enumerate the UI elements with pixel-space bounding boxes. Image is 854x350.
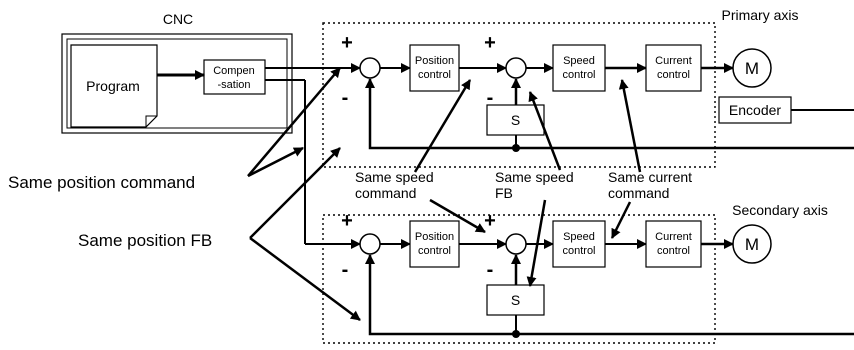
annotation-pointers (247, 67, 642, 322)
same-current-command-label-1: Same current (608, 169, 692, 185)
primary-axis-loop: + - Position control + - Speed control C… (341, 32, 854, 152)
compensation-label-line2: -sation (217, 79, 250, 91)
primary-axis-label: Primary axis (721, 7, 798, 23)
program-document-icon (70, 44, 158, 128)
same-speed-command-label-2: command (355, 185, 416, 201)
primary-speed-summing-junction (505, 57, 527, 79)
cnc-block: CNC Program Compen -sation (61, 11, 293, 134)
primary-speed-control-block (552, 44, 606, 92)
primary-speed-control-label-1: Speed (563, 55, 595, 67)
primary-speed-minus-sign: - (487, 87, 494, 109)
secondary-current-control-label-1: Current (655, 231, 692, 243)
same-speed-fb-label-1: Same speed (495, 169, 574, 185)
secondary-position-feedback-line (365, 254, 854, 336)
primary-speed-sensor-label: S (511, 112, 520, 128)
same-position-command-label: Same position command (8, 173, 195, 192)
secondary-current-control-block (645, 220, 702, 268)
cnc-inner-frame (66, 38, 288, 129)
secondary-speed-sensor-block (486, 284, 545, 316)
encoder-label: Encoder (729, 102, 781, 118)
primary-position-control-label-1: Position (415, 55, 454, 67)
primary-motor-icon (732, 48, 772, 88)
primary-position-control-block (409, 44, 460, 92)
compensation-label-line1: Compen (213, 65, 255, 77)
secondary-position-control-label-2: control (418, 245, 451, 257)
primary-axis-frame (322, 22, 716, 168)
primary-position-feedback-line (365, 78, 854, 150)
secondary-axis-frame (322, 214, 716, 344)
secondary-position-control-label-1: Position (415, 231, 454, 243)
secondary-speed-sensor-label: S (511, 292, 520, 308)
secondary-position-summing-junction (359, 233, 381, 255)
secondary-speed-minus-sign: - (487, 259, 494, 281)
primary-position-minus-sign: - (342, 87, 349, 109)
secondary-position-control-block (409, 220, 460, 268)
primary-speed-plus-sign: + (484, 32, 496, 54)
secondary-axis-label: Secondary axis (732, 202, 828, 218)
cnc-title: CNC (163, 11, 193, 27)
primary-current-control-label-2: control (657, 69, 690, 81)
secondary-motor-icon (732, 224, 772, 264)
same-speed-fb-label-2: FB (495, 185, 513, 201)
secondary-speed-control-block (552, 220, 606, 268)
annotations: Same position command Same position FB S… (8, 169, 692, 250)
primary-current-control-block (645, 44, 702, 92)
secondary-speed-control-label-1: Speed (563, 231, 595, 243)
secondary-speed-plus-sign: + (484, 210, 496, 232)
primary-position-summing-junction (359, 57, 381, 79)
program-label: Program (86, 78, 140, 94)
same-speed-command-label-1: Same speed (355, 169, 434, 185)
primary-position-plus-sign: + (341, 32, 353, 54)
primary-feedback-node (512, 144, 520, 152)
same-position-fb-label: Same position FB (78, 231, 212, 250)
secondary-position-minus-sign: - (342, 259, 349, 281)
primary-speed-sensor-block (486, 104, 545, 136)
same-current-command-label-2: command (608, 185, 669, 201)
secondary-feedback-node (512, 330, 520, 338)
secondary-current-control-label-2: control (657, 245, 690, 257)
primary-motor-label: M (745, 59, 759, 78)
secondary-axis-loop: + - Position control + - Speed control C… (341, 210, 772, 338)
primary-speed-control-label-2: control (562, 69, 595, 81)
secondary-motor-label: M (745, 235, 759, 254)
primary-current-control-label-1: Current (655, 55, 692, 67)
secondary-position-plus-sign: + (341, 210, 353, 232)
secondary-speed-summing-junction (505, 233, 527, 255)
primary-position-control-label-2: control (418, 69, 451, 81)
secondary-speed-control-label-2: control (562, 245, 595, 257)
